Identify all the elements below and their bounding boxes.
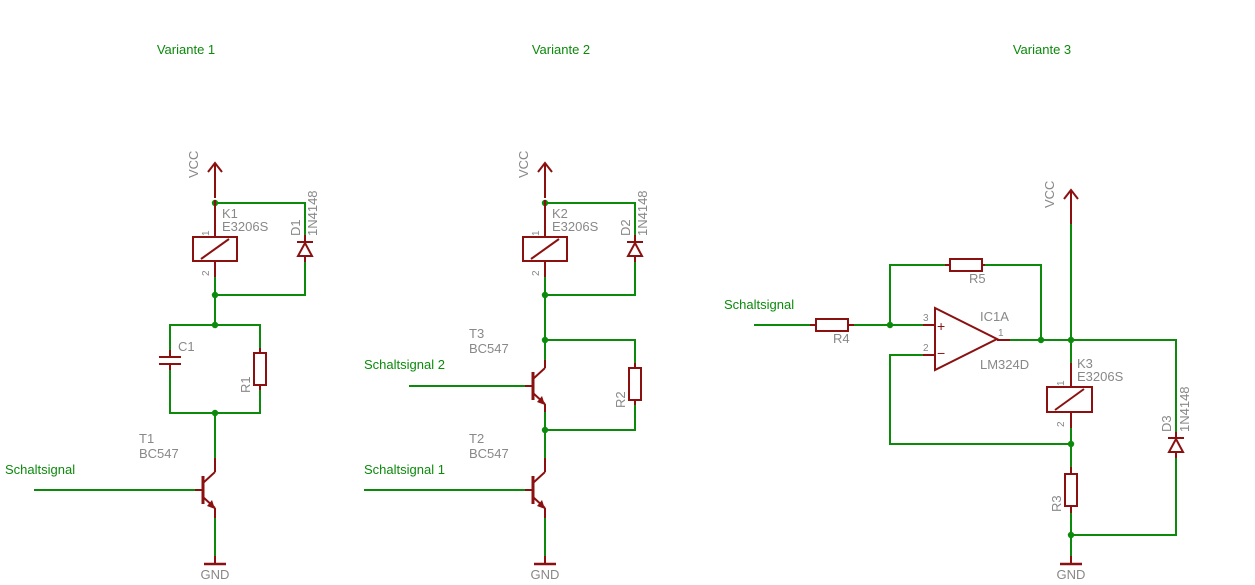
signal-label-3: Schaltsignal bbox=[724, 297, 794, 312]
relay-k3-value: E3206S bbox=[1077, 369, 1124, 384]
resistor-r3-name: R3 bbox=[1049, 495, 1064, 512]
gnd-label-3: GND bbox=[1057, 567, 1086, 582]
resistor-r2-name: R2 bbox=[613, 391, 628, 408]
opamp-pin-plus: 3 bbox=[923, 313, 929, 324]
resistor-r5-name: R5 bbox=[969, 271, 986, 286]
opamp-plus-sign: + bbox=[937, 318, 945, 334]
wires-variant-1 bbox=[34, 199, 306, 559]
diode-d1: D1 1N4148 bbox=[288, 190, 320, 262]
variant-3-title: Variante 3 bbox=[1013, 42, 1071, 57]
resistor-r1-name: R1 bbox=[238, 376, 253, 393]
gnd-label-2: GND bbox=[531, 567, 560, 582]
diode-d3-name: D3 bbox=[1159, 415, 1174, 432]
capacitor-c1: C1 bbox=[159, 339, 195, 370]
relay-k1: 1 2 K1 E3206S bbox=[192, 200, 269, 277]
relay-k2-value: E3206S bbox=[552, 219, 599, 234]
transistor-t3-name: T3 bbox=[469, 326, 484, 341]
variant-2-title: Variante 2 bbox=[532, 42, 590, 57]
opamp-ic1a: + − 3 2 1 IC1A LM324D bbox=[923, 306, 1029, 372]
vcc-label-2: VCC bbox=[516, 151, 531, 178]
diode-d1-name: D1 bbox=[288, 219, 303, 236]
relay-k3-name: K3 bbox=[1077, 356, 1093, 371]
signal-label-2: Schaltsignal 2 bbox=[364, 357, 445, 372]
opamp-pin-minus: 2 bbox=[923, 343, 929, 354]
relay-k1-value: E3206S bbox=[222, 219, 269, 234]
transistor-t1: T1 BC547 bbox=[139, 431, 216, 518]
vcc-symbol-3: VCC bbox=[1042, 181, 1079, 225]
transistor-t2: T2 BC547 bbox=[469, 431, 546, 518]
transistor-t2-name: T2 bbox=[469, 431, 484, 446]
opamp-value: LM324D bbox=[980, 357, 1029, 372]
relay-k3: 1 2 K3 E3206S bbox=[1046, 356, 1124, 428]
diode-d2-value: 1N4148 bbox=[635, 190, 650, 236]
resistor-r5: R5 bbox=[945, 258, 986, 286]
transistor-t1-name: T1 bbox=[139, 431, 154, 446]
resistor-r4: R4 bbox=[810, 318, 854, 346]
diode-d2: D2 1N4148 bbox=[618, 190, 650, 262]
relay-k2-pin2: 2 bbox=[531, 270, 542, 276]
vcc-symbol-2: VCC bbox=[516, 151, 553, 198]
transistor-t2-value: BC547 bbox=[469, 446, 509, 461]
opamp-minus-sign: − bbox=[937, 345, 945, 361]
relay-k3-pin1: 1 bbox=[1056, 380, 1067, 386]
relay-k2: 1 2 K2 E3206S bbox=[522, 200, 599, 277]
variant-3: Variante 3 VCC bbox=[724, 42, 1192, 582]
relay-k1-pin2: 2 bbox=[201, 270, 212, 276]
vcc-symbol-1: VCC bbox=[186, 151, 223, 198]
diode-d1-value: 1N4148 bbox=[305, 190, 320, 236]
gnd-symbol-3: GND bbox=[1057, 556, 1086, 582]
diode-d2-name: D2 bbox=[618, 219, 633, 236]
resistor-r1: R1 bbox=[238, 348, 267, 393]
relay-k1-name: K1 bbox=[222, 206, 238, 221]
capacitor-c1-name: C1 bbox=[178, 339, 195, 354]
vcc-label-1: VCC bbox=[186, 151, 201, 178]
gnd-label-1: GND bbox=[201, 567, 230, 582]
relay-k2-pin1: 1 bbox=[531, 230, 542, 236]
resistor-r4-name: R4 bbox=[833, 331, 850, 346]
diode-d3: D3 1N4148 bbox=[1159, 386, 1192, 458]
relay-k3-pin2: 2 bbox=[1056, 421, 1067, 427]
wires-variant-2 bbox=[364, 199, 636, 559]
variant-2: Variante 2 VCC bbox=[364, 42, 650, 582]
relay-k2-name: K2 bbox=[552, 206, 568, 221]
resistor-r2: R2 bbox=[613, 363, 642, 408]
signal-label-1: Schaltsignal bbox=[5, 462, 75, 477]
signal-label-1-v2: Schaltsignal 1 bbox=[364, 462, 445, 477]
transistor-t3: T3 BC547 bbox=[469, 326, 546, 412]
variant-1: Variante 1 VCC bbox=[5, 42, 320, 582]
gnd-symbol-2: GND bbox=[531, 556, 560, 582]
gnd-symbol-1: GND bbox=[201, 556, 230, 582]
variant-1-title: Variante 1 bbox=[157, 42, 215, 57]
diode-d3-value: 1N4148 bbox=[1177, 386, 1192, 432]
transistor-t3-value: BC547 bbox=[469, 341, 509, 356]
opamp-name: IC1A bbox=[980, 309, 1009, 324]
vcc-label-3: VCC bbox=[1042, 181, 1057, 208]
resistor-r3: R3 bbox=[1049, 467, 1078, 513]
relay-k1-pin1: 1 bbox=[201, 230, 212, 236]
opamp-pin-out: 1 bbox=[998, 328, 1004, 339]
transistor-t1-value: BC547 bbox=[139, 446, 179, 461]
wires-variant-3 bbox=[754, 224, 1177, 559]
